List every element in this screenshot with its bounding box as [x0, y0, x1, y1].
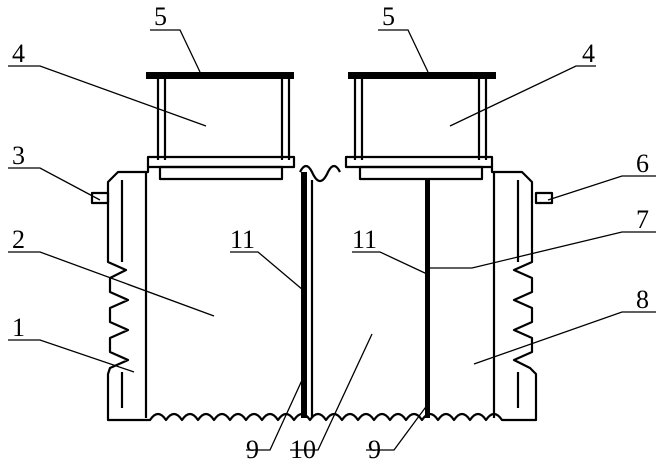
label-6: 6	[636, 149, 649, 178]
label-5-right: 5	[382, 2, 395, 31]
right-cylinder	[344, 72, 496, 181]
part-labels: 5 5 4 4 3 6 7 2 1 8 11 11 9 10 9	[12, 2, 649, 464]
label-4-right: 4	[582, 39, 595, 68]
label-11-left: 11	[230, 225, 255, 254]
label-11-right: 11	[352, 225, 377, 254]
left-cylinder	[146, 72, 296, 181]
label-7: 7	[636, 205, 649, 234]
label-10: 10	[290, 435, 316, 464]
leader-lines	[8, 29, 656, 451]
label-3: 3	[12, 141, 25, 170]
label-4-left: 4	[12, 39, 25, 68]
label-8: 8	[636, 285, 649, 314]
label-9-right: 9	[368, 435, 381, 464]
label-1: 1	[12, 313, 25, 342]
label-9-left: 9	[246, 435, 259, 464]
label-5-left: 5	[154, 2, 167, 31]
label-2: 2	[12, 225, 25, 254]
tank-body	[90, 164, 554, 422]
